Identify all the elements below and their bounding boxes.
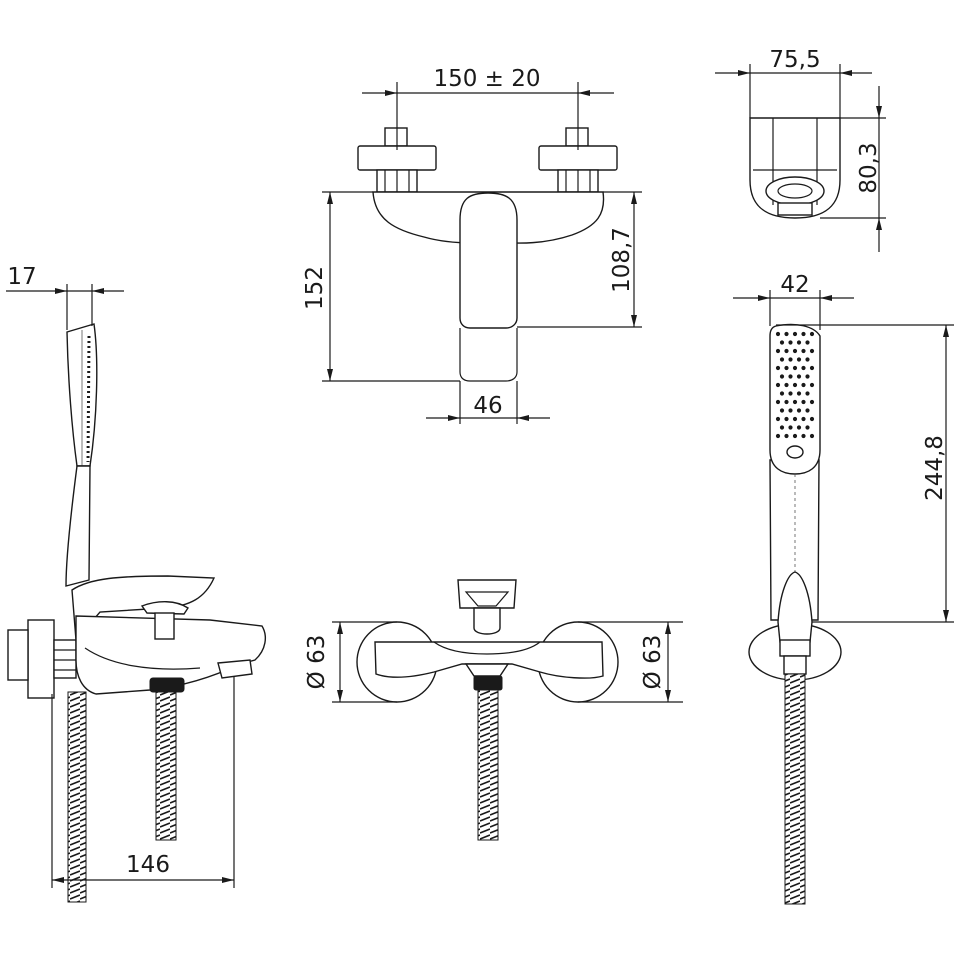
holder-knob [765, 176, 825, 206]
shower-nozzle [792, 348, 798, 354]
shower-nozzle [784, 348, 789, 354]
dim-top-height-total: 152 [302, 266, 328, 310]
shower-nozzle [805, 357, 810, 362]
side-view: 17 146 [6, 264, 267, 903]
shower-nozzle [809, 331, 815, 337]
shower-nozzle [792, 399, 798, 405]
shower-nozzle [775, 382, 781, 388]
shower-nozzle [809, 365, 815, 371]
top-handle [459, 192, 518, 329]
shower-nozzle [805, 408, 810, 413]
shower-nozzle [796, 425, 802, 430]
shower-nozzle [801, 416, 806, 422]
shower-nozzle [801, 382, 806, 388]
front-mixer-body [374, 641, 604, 679]
shower-holder-clip [777, 571, 813, 643]
shower-nozzle [788, 408, 793, 413]
shower-hose [784, 673, 806, 905]
dim-top-height-body: 108,7 [609, 227, 635, 293]
shower-nozzle [788, 374, 793, 379]
shower-nozzle [792, 433, 798, 439]
side-wall-flange [27, 619, 55, 699]
shower-nozzle [805, 425, 810, 430]
shower-nozzle [809, 433, 815, 439]
shower-nozzle [779, 408, 785, 413]
side-handle [140, 601, 189, 640]
shower-nozzle [809, 348, 815, 354]
side-bath-hose [155, 691, 177, 841]
shower-nozzle [809, 382, 815, 388]
top-left-connector [357, 127, 437, 193]
shower-nozzle [796, 340, 802, 345]
dim-top-handle-width: 46 [473, 393, 502, 419]
front-hose [477, 689, 499, 841]
side-shower-nozzles [86, 335, 91, 463]
shower-nozzle [796, 374, 802, 379]
shower-nozzle [779, 425, 785, 430]
shower-nozzle [775, 416, 781, 422]
shower-nozzle [801, 399, 806, 405]
shower-nozzle [775, 348, 781, 354]
side-spout [75, 615, 267, 695]
shower-nozzle [775, 365, 781, 371]
front-outlet [464, 663, 510, 691]
shower-nozzle [801, 331, 806, 337]
shower-nozzle [805, 391, 810, 396]
shower-nozzle [792, 382, 798, 388]
dim-side-projection: 146 [126, 852, 170, 878]
shower-nozzle [796, 357, 802, 362]
shower-nozzle [801, 348, 806, 354]
shower-nozzle [779, 391, 785, 396]
shower-nozzle [792, 365, 798, 371]
dim-shower-length: 244,8 [922, 435, 948, 501]
dim-front-left-diameter: Ø 63 [304, 635, 330, 690]
shower-nozzle [809, 416, 815, 422]
shower-nozzle [801, 433, 806, 439]
shower-nozzle [784, 365, 789, 371]
shower-nozzle [775, 331, 781, 337]
dim-holder-width: 75,5 [769, 47, 820, 73]
side-aerator [217, 659, 253, 679]
shower-nozzle [805, 340, 810, 345]
shower-nozzle [792, 331, 798, 337]
shower-nozzle [788, 340, 793, 345]
shower-nozzle [788, 391, 793, 396]
dim-side-head-depth: 17 [7, 264, 36, 290]
shower-nozzle [775, 399, 781, 405]
top-handle-tip [459, 328, 518, 382]
shower-nozzle [779, 340, 785, 345]
shower-nozzle [784, 382, 789, 388]
front-handle [457, 579, 517, 635]
shower-nozzle [784, 399, 789, 405]
shower-nozzles [775, 331, 815, 439]
side-shower-hose [67, 691, 87, 903]
shower-nozzle [809, 399, 815, 405]
holder-view: 75,5 80,3 [715, 47, 886, 252]
side-outlet-nut [149, 677, 185, 693]
shower-nozzle [788, 357, 793, 362]
shower-nozzle [801, 365, 806, 371]
shower-nozzle [775, 433, 781, 439]
shower-nozzle [805, 374, 810, 379]
shower-nozzle [792, 416, 798, 422]
side-shower-handle [65, 465, 91, 587]
shower-nozzle [784, 331, 789, 337]
dim-front-right-diameter: Ø 63 [640, 635, 666, 690]
shower-nozzle [779, 357, 785, 362]
shower-nozzle [784, 416, 789, 422]
shower-nozzle [796, 391, 802, 396]
shower-nozzle [788, 425, 793, 430]
dim-shower-head-width: 42 [780, 272, 809, 298]
dim-top-wall-distance: 150 ± 20 [433, 66, 540, 92]
shower-nozzle [796, 408, 802, 413]
shower-logo-icon [786, 445, 804, 459]
hand-shower-view: 42 244,8 [733, 272, 954, 905]
front-view: Ø 63 Ø 63 [304, 579, 683, 841]
dim-holder-height: 80,3 [856, 142, 882, 193]
shower-nozzle [779, 374, 785, 379]
shower-nozzle [784, 433, 789, 439]
top-view: 150 ± 20 152 108,7 46 [302, 66, 642, 424]
